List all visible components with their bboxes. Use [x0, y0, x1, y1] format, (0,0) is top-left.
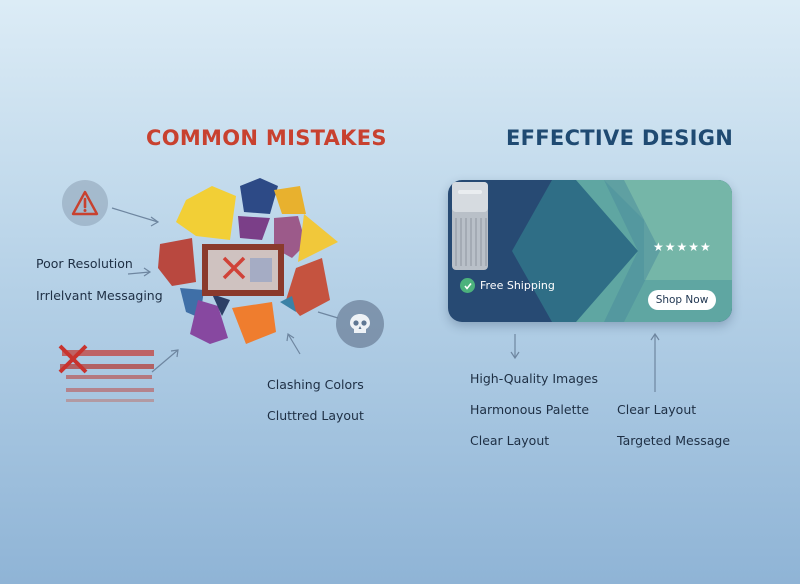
air-purifier-image	[452, 182, 488, 270]
shard-navy	[240, 178, 278, 214]
shard-violet	[190, 300, 228, 344]
harmonous-palette-label: Harmonous Palette	[470, 402, 590, 417]
free-shipping-label: Free Shipping	[480, 279, 555, 292]
shard-dark	[212, 294, 230, 316]
shard-yellow-2	[298, 214, 338, 262]
shard-red	[158, 238, 196, 286]
banner-background	[512, 180, 732, 322]
example-ad-banner: Free Shipping ★★★★★ Shop Now	[448, 180, 732, 322]
targeted-message-label: Targeted Message	[617, 433, 731, 448]
free-shipping-badge: Free Shipping	[460, 278, 555, 293]
skull-icon	[336, 300, 384, 348]
shard-orange	[232, 302, 276, 344]
effective-design-heading: EFFECTIVE DESIGN	[506, 126, 734, 150]
poor-resolution-label: Poor Resolution	[36, 256, 133, 271]
irrelevant-messaging-label: Irrlelvant Messaging	[36, 288, 163, 303]
rating-stars: ★★★★★	[653, 240, 712, 254]
shard-rust	[286, 258, 330, 316]
shop-now-button[interactable]: Shop Now	[648, 290, 716, 310]
blurred-text-block	[60, 350, 154, 402]
common-mistakes-heading: COMMON MISTAKES	[146, 126, 387, 150]
cluttered-layout-label: Cluttred Layout	[267, 408, 364, 423]
shard-teal	[280, 296, 296, 312]
clear-layout-label-left: Clear Layout	[470, 433, 550, 448]
shard-purple-small	[238, 216, 270, 240]
shard-amber	[274, 186, 306, 214]
check-icon	[460, 278, 475, 293]
clear-layout-label-right: Clear Layout	[617, 402, 697, 417]
clashing-colors-label: Clashing Colors	[267, 377, 364, 392]
mistake-arrows	[111, 207, 339, 373]
high-quality-images-label: High-Quality Images	[470, 371, 598, 386]
shard-yellow-1	[176, 186, 236, 240]
broken-image-icon	[202, 244, 284, 296]
warning-icon	[62, 180, 108, 226]
x-icon	[58, 344, 88, 374]
